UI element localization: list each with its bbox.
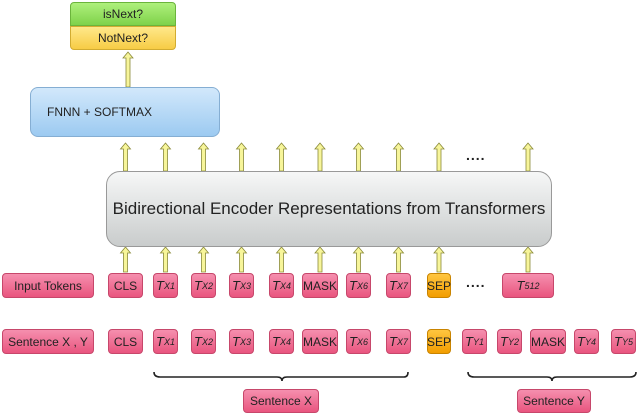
output-arrow-icon [235, 142, 248, 172]
input-arrow-icon [235, 246, 248, 273]
token-subscript: 512 [524, 280, 540, 291]
input-arrow-icon [352, 246, 365, 273]
sentence-token: MASK [302, 329, 338, 354]
token-subscript: X4 [279, 280, 291, 291]
token-subscript: X6 [356, 336, 368, 347]
token-subscript: Y5 [621, 336, 633, 347]
classifier-arrow-icon [122, 51, 134, 88]
bert-encoder: Bidirectional Encoder Representations fr… [106, 171, 552, 247]
token-base: T [232, 278, 240, 293]
token-base: SEP [427, 278, 452, 293]
sentence-y-label: Sentence Y [517, 389, 591, 413]
sentence-y-brace [467, 371, 637, 382]
output-arrow-icon [275, 142, 288, 172]
input-arrow-icon [522, 246, 534, 273]
sentence-token: CLS [108, 329, 143, 354]
token-subscript: X3 [239, 280, 251, 291]
is-next-output: isNext? [70, 2, 176, 26]
token-subscript: X7 [396, 336, 408, 347]
token-base: T [500, 334, 508, 349]
output-arrow-icon [392, 142, 405, 172]
token-base: CLS [113, 278, 138, 293]
token-base: CLS [113, 334, 138, 349]
token-base: MASK [531, 334, 566, 349]
token-subscript: X2 [201, 280, 213, 291]
arrow-group [119, 51, 534, 273]
token-base: T [156, 278, 164, 293]
token-base: T [156, 334, 164, 349]
token-base: T [516, 278, 525, 293]
input-arrow-icon [275, 246, 288, 273]
token-base: T [272, 334, 280, 349]
token-subscript: Y1 [472, 336, 484, 347]
token-base: T [349, 278, 357, 293]
output-ellipsis: .... [466, 147, 486, 163]
row-label-input-tokens: Input Tokens [2, 273, 94, 298]
token-base: T [614, 334, 622, 349]
sentence-x-brace [153, 371, 409, 382]
input-arrow-icon [314, 246, 326, 273]
token-base: T [389, 278, 397, 293]
token-subscript: X1 [163, 336, 175, 347]
output-arrow-icon [314, 142, 326, 172]
token-base: SEP [427, 334, 452, 349]
row-label-sentences: Sentence X , Y [2, 329, 94, 354]
token-subscript: X6 [356, 280, 368, 291]
output-arrow-icon [197, 142, 210, 172]
input-arrow-icon [197, 246, 210, 273]
input-arrow-icon [119, 246, 132, 273]
output-arrow-icon [119, 142, 132, 172]
output-arrow-icon [522, 142, 534, 172]
token-base: T [577, 334, 585, 349]
token-subscript: X7 [396, 280, 408, 291]
token-subscript: X2 [201, 336, 213, 347]
input-arrow-icon [159, 246, 172, 273]
sentence-token: SEP [427, 329, 451, 354]
token-subscript: Y4 [584, 336, 596, 347]
not-next-output: NotNext? [70, 26, 176, 50]
input-arrow-icon [392, 246, 405, 273]
sentence-token: MASK [530, 329, 566, 354]
sentence-x-label: Sentence X [243, 389, 319, 413]
input-token: SEP [427, 273, 451, 298]
token-base: T [465, 334, 473, 349]
output-arrow-icon [352, 142, 365, 172]
output-arrow-icon [433, 142, 445, 172]
token-base: T [389, 334, 397, 349]
token-subscript: Y2 [507, 336, 519, 347]
token-base: T [232, 334, 240, 349]
input-token: CLS [108, 273, 143, 298]
token-base: MASK [303, 278, 338, 293]
token-subscript: X4 [279, 336, 291, 347]
output-arrow-icon [159, 142, 172, 172]
input-token: MASK [302, 273, 338, 298]
token-base: T [194, 334, 202, 349]
token-base: T [349, 334, 357, 349]
token-base: MASK [303, 334, 338, 349]
token-base: T [272, 278, 280, 293]
fnnn-softmax-classifier: FNNN + SOFTMAX [30, 87, 220, 137]
input-ellipsis: .... [466, 274, 486, 290]
token-subscript: X3 [239, 336, 251, 347]
input-arrow-icon [433, 246, 445, 273]
token-base: T [194, 278, 202, 293]
token-subscript: X1 [163, 280, 175, 291]
